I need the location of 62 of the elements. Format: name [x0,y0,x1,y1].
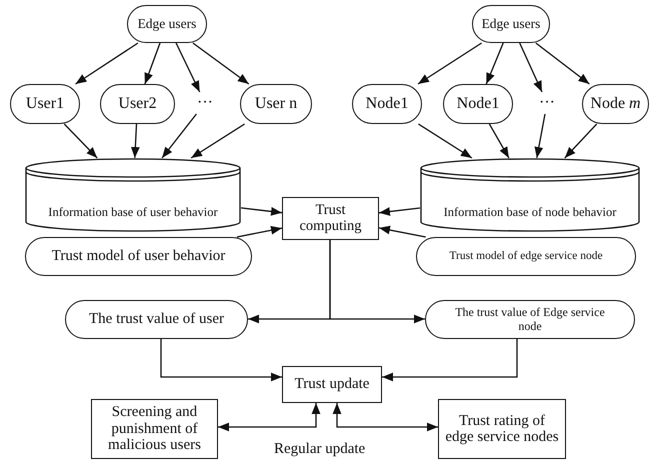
rounded-box [582,84,649,124]
rounded-box [352,84,422,124]
rounded-box [472,5,550,43]
arrow [535,42,590,85]
node-label: The trust value of user [88,311,225,328]
arrow [64,124,98,158]
arrow [192,42,250,85]
arrow [130,124,140,158]
node-label: Trust model of edge service node [448,250,604,263]
rounded-box [443,84,513,124]
database-label: Information base of node behavior [442,206,618,220]
node-label: Edge users [480,16,542,32]
rounded-box [25,237,252,276]
arrow [329,240,425,324]
arrow [160,339,282,382]
node-label: Trust rating of edge service nodes [444,412,560,446]
node-label: The trust value of Edge service node [454,306,606,333]
arrow [75,42,138,85]
node-label: Trust computing [298,202,363,234]
process-box [282,366,382,403]
node-label: Edge users [136,16,198,32]
node-label: Screening and punishment of malicious users [107,404,202,454]
arrow [236,226,282,238]
ellipsis-text: ··· [532,92,562,114]
database-label: Information base of user behavior [47,206,219,220]
arrow [418,123,472,159]
arrow [144,42,161,84]
rounded-box [416,237,636,276]
ellipsis-text: ··· [190,92,220,114]
process-box [438,399,566,459]
process-box [91,399,218,459]
rounded-box [127,5,207,43]
arrow [240,207,282,216]
node-label: User1 [24,95,66,113]
arrow [378,207,420,216]
note-text: Regular update [274,441,366,458]
arrow [519,42,543,92]
arrow [332,403,438,432]
arrow [176,42,200,92]
arrow [378,226,426,238]
rounded-box [10,84,80,124]
node-label: Node m [589,95,642,113]
arrow [534,114,546,158]
arrow [418,42,482,85]
process-box [282,197,379,240]
arrow [161,114,197,158]
node-label: Node1 [364,95,410,113]
rounded-box [65,300,248,339]
node-label: User n [254,95,298,113]
arrow [190,123,245,159]
arrow [218,403,320,432]
rounded-box [425,300,635,339]
arrow [382,339,518,382]
rounded-box [240,84,312,124]
node-label: Node1 [456,95,500,113]
arrow [488,124,510,158]
rounded-box [100,84,175,124]
arrow [486,42,504,84]
node-label: Trust model of user behavior [50,248,226,265]
arrow [564,124,598,158]
node-label: User2 [117,95,158,113]
node-label: Trust update [294,376,370,393]
